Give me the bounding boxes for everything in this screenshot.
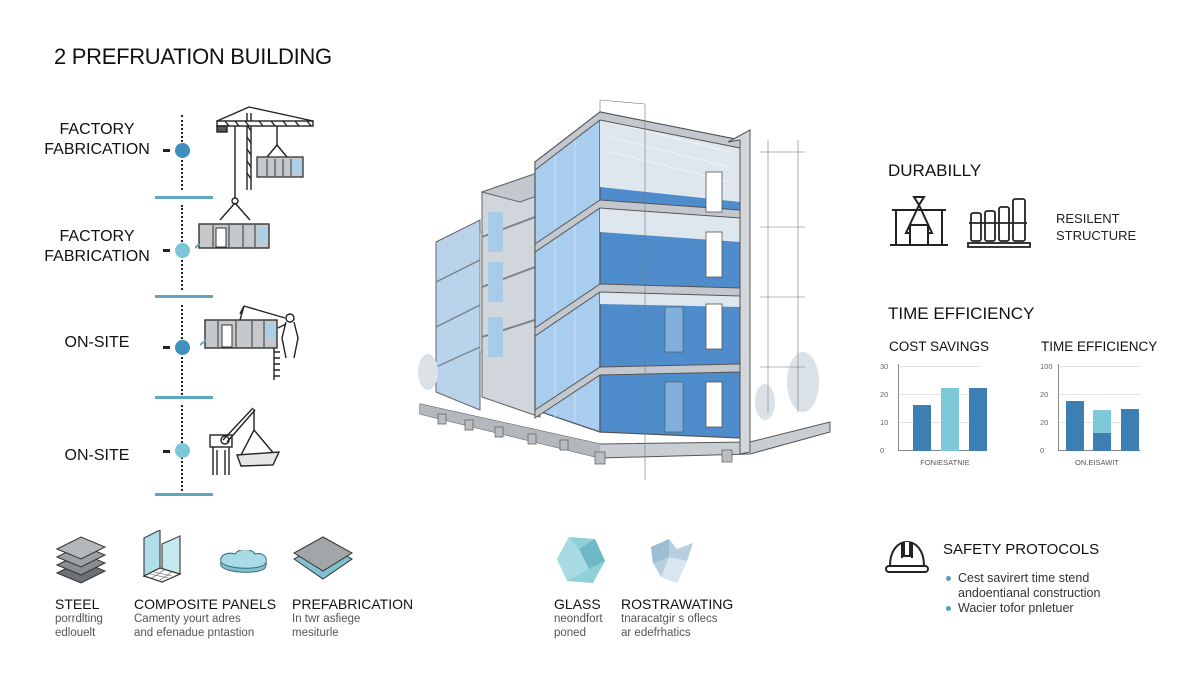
timeline-separator [155,295,213,298]
grid-line [1058,366,1140,367]
label-line: FABRICATION [44,141,150,158]
composite-panel-icon [142,530,182,583]
grid-line [1058,394,1140,395]
page-title: 2 PREFRUATION BUILDING [54,44,332,69]
time-efficiency-chart: 100 20 20 0 [1040,362,1140,455]
cutaway-building-illustration [418,99,831,480]
y-tick: 0 [1040,446,1045,455]
timeline-separator [155,396,213,399]
chart-bar [913,405,931,451]
chart-bar [1066,401,1084,451]
material-desc: ar edefrhatics [621,627,691,639]
y-axis [898,364,899,450]
hanging-module-icon [195,223,270,249]
time-efficiency-chart-title: TIME EFFICIENCY [1041,339,1158,354]
timeline-dot [175,143,190,158]
safety-heading: SAFETY PROTOCOLS [943,541,1100,558]
chart-bar [1121,409,1139,451]
y-tick: 20 [1040,390,1049,399]
y-tick: 0 [880,446,885,455]
material-title: COMPOSITE PANELS [134,596,277,612]
timeline-separator [155,493,213,496]
bullet-line: Cest savirert time stend [958,571,1090,585]
caption-line: STRUCTURE [1056,228,1137,243]
chart-bar [1093,410,1111,433]
structure-frame-icon [890,196,948,246]
material-title: ROSTRAWATING [621,596,734,612]
safety-bullet: Cest savirert time stend andoentianal co… [945,571,1100,601]
pillars-icon [967,198,1031,248]
grid-line [898,366,980,367]
timeline-dash [163,249,170,252]
y-tick: 10 [880,418,889,427]
label-line: FABRICATION [44,248,150,265]
prefab-slab-icon [293,536,353,580]
timeline-dash [163,450,170,453]
chart-bar [969,388,987,451]
tower-crane-icon [216,106,314,221]
cost-savings-chart: 30 20 10 0 [880,362,987,455]
material-item: GLASS neondfort poned [554,596,603,640]
grid-line [898,394,980,395]
timeline-step-label: FACTORY FABRICATION [37,120,157,160]
material-desc: neondfort [554,613,603,625]
polyhedron-icon [651,539,693,583]
timeline-step-label: ON-SITE [37,333,157,353]
label-line: FACTORY [59,121,135,138]
material-desc: mesiturle [292,627,339,639]
label-line: FACTORY [59,228,135,245]
y-axis [1058,364,1059,450]
glass-hexagon-icon [557,537,605,583]
time-efficiency-x-label: ON.EISAWIT [1075,458,1119,467]
timeline-separator [155,196,213,199]
timeline-dash [163,346,170,349]
time-efficiency-heading: TIME EFFICIENCY [888,304,1035,323]
safety-bullet-list: Cest savirert time stend andoentianal co… [945,571,1100,616]
timeline-step-label: ON-SITE [37,446,157,466]
resilient-structure-caption: RESILENT STRUCTURE [1056,210,1136,244]
material-title: GLASS [554,596,601,612]
bullet-line: andoentianal construction [958,586,1101,600]
timeline-dash [163,149,170,152]
y-tick: 20 [880,390,889,399]
cost-savings-chart-title: COST SAVINGS [889,339,990,354]
y-tick: 30 [880,362,889,371]
material-item: PREFABRICATION In twr asfiege mesiturle [292,596,413,640]
grid-line [898,422,980,423]
site-crane-icon [209,407,281,475]
material-title: PREFABRICATION [292,596,414,612]
timeline-dot [175,443,190,458]
worker-installing-module-icon [200,305,299,380]
safety-bullet: Wacier tofor pnletuer [945,601,1100,616]
timeline-dot [175,243,190,258]
chart-bar [1093,433,1111,451]
label-line: ON-SITE [64,334,130,351]
hard-hat-icon [885,540,929,573]
material-desc: poned [554,627,586,639]
durability-heading: DURABILLY [888,161,982,180]
label-line: ON-SITE [64,447,130,464]
material-desc: tnaracatgir s oflecs [621,613,718,625]
material-item: STEEL porrdlting edlouelt [55,596,103,640]
caption-line: RESILENT [1056,211,1120,226]
material-desc: porrdlting [55,613,103,625]
timeline-dot [175,340,190,355]
steel-plates-icon [55,536,107,584]
material-desc: and efenadue pntastion [134,627,255,639]
bullet-line: Wacier tofor pnletuer [958,601,1074,615]
material-desc: Camenty yourt adres [134,613,241,625]
material-desc: In twr asfiege [292,613,361,625]
cost-savings-x-label: FONIESATNIE [920,458,970,467]
material-item: ROSTRAWATING tnaracatgir s oflecs ar ede… [621,596,733,640]
material-item: COMPOSITE PANELS Camenty yourt adres and… [134,596,276,640]
material-title: STEEL [55,596,100,612]
timeline-step-label: FACTORY FABRICATION [37,227,157,267]
y-tick: 100 [1040,362,1053,371]
x-axis [898,450,980,451]
y-tick: 20 [1040,418,1049,427]
chart-bar [941,388,959,451]
material-desc: edlouelt [55,627,96,639]
glass-layers-icon [220,550,267,573]
